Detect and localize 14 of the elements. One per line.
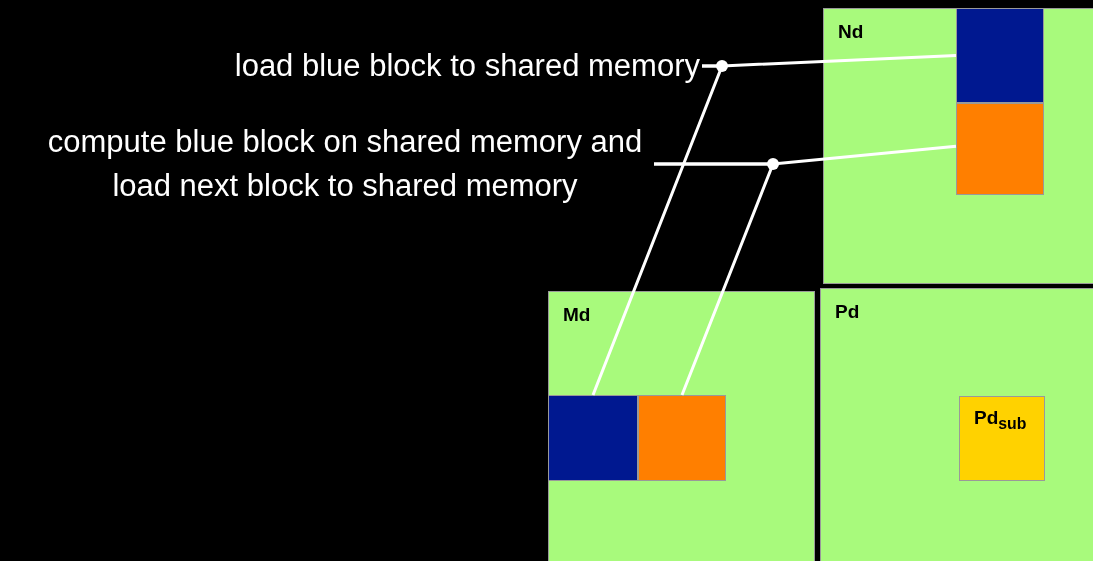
matrix-panel — [820, 288, 1093, 561]
matrix-block — [956, 8, 1044, 103]
matrix-block — [548, 395, 638, 481]
callout-text: compute blue block on shared memory and load next block to shared memory — [46, 123, 644, 205]
matrix-label: Md — [563, 304, 591, 326]
matrix-label: Pd$_{sub}$ — [974, 407, 1027, 433]
matrix-panel — [823, 8, 1093, 284]
matrix-panel — [548, 291, 815, 561]
matrix-block — [956, 103, 1044, 195]
matrix-label: Nd — [838, 21, 864, 43]
matrix-label: Pd — [835, 301, 860, 323]
callout-text: load blue block to shared memory — [233, 47, 701, 85]
matrix-block — [638, 395, 726, 481]
sub-matrix-box — [959, 396, 1045, 481]
